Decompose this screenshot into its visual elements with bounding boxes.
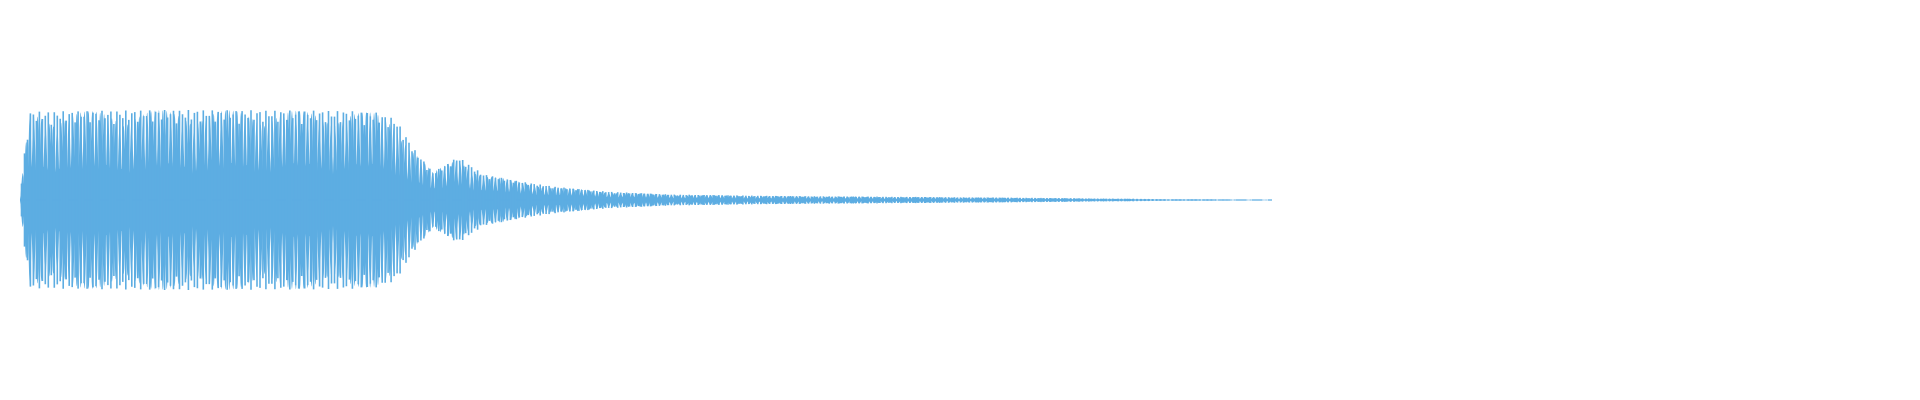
waveform-layer [20, 110, 1272, 290]
